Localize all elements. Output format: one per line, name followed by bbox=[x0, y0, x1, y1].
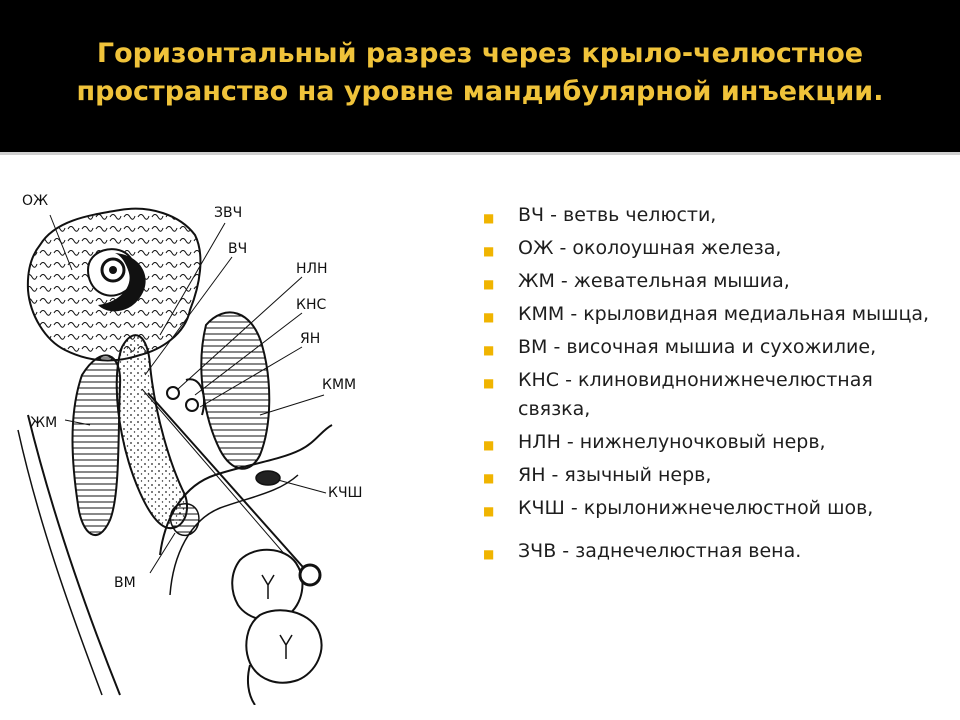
label-vch: ВЧ bbox=[228, 241, 247, 257]
legend-item: ■ ВЧ - ветвь челюсти, bbox=[480, 201, 950, 230]
label-nln: НЛН bbox=[296, 261, 328, 277]
sphenomandibular-ligament bbox=[185, 378, 205, 416]
bullet-icon: ■ bbox=[483, 376, 495, 390]
pterygomandibular-raphe bbox=[255, 470, 281, 486]
needle-hub bbox=[298, 563, 322, 587]
mucosa-contour bbox=[159, 424, 333, 556]
legend-item: ■ ЯН - язычный нерв, bbox=[480, 461, 950, 490]
legend-item: ■ ЗЧВ - заднечелюстная вена. bbox=[480, 537, 950, 566]
bullet-icon: ■ bbox=[483, 310, 495, 324]
label-ozh: ОЖ bbox=[22, 193, 48, 209]
label-vm: ВМ bbox=[114, 575, 136, 591]
medial-pterygoid-muscle bbox=[200, 311, 271, 470]
legend-text: ЖМ - жевательная мышиа, bbox=[518, 270, 790, 292]
legend-item: ■ КЧШ - крылонижнечелюстной шов, bbox=[480, 494, 950, 523]
inferior-alveolar-nerve bbox=[166, 386, 180, 400]
bullet-icon: ■ bbox=[483, 277, 495, 291]
label-yan: ЯН bbox=[300, 331, 320, 347]
injection-needle bbox=[147, 392, 311, 576]
label-kns: КНС bbox=[296, 297, 326, 313]
legend-text: ЯН - язычный нерв, bbox=[518, 464, 712, 486]
label-zvch: ЗВЧ bbox=[214, 205, 242, 221]
bullet-icon: ■ bbox=[483, 343, 495, 357]
label-kmm: КММ bbox=[322, 377, 356, 393]
lingual-nerve bbox=[185, 398, 199, 412]
section-drawing: ОЖ ЗВЧ ВЧ НЛН КНС ЯН КММ ЖМ КЧШ ВМ bbox=[17, 193, 363, 705]
legend-list: ■ ВЧ - ветвь челюсти, ■ ОЖ - околоушная же… bbox=[480, 201, 950, 570]
slide-title: Горизонтальный разрез через крыло-челюст… bbox=[76, 38, 884, 107]
slide-content: ОЖ ЗВЧ ВЧ НЛН КНС ЯН КММ ЖМ КЧШ ВМ ■ ВЧ -… bbox=[0, 155, 960, 720]
title-divider bbox=[0, 152, 960, 155]
legend-text: ВМ - височная мышиа и сухожилие, bbox=[518, 336, 877, 358]
legend-text: ВЧ - ветвь челюсти, bbox=[518, 204, 717, 226]
masseter-muscle bbox=[71, 354, 122, 536]
bullet-icon: ■ bbox=[483, 547, 495, 561]
legend-text: КММ - крыловидная медиальная мышца, bbox=[518, 303, 930, 325]
title-bar: Горизонтальный разрез через крыло-челюст… bbox=[0, 0, 960, 150]
label-zhm: ЖМ bbox=[30, 415, 57, 431]
bullet-icon: ■ bbox=[483, 244, 495, 258]
legend-text: ЗЧВ - заднечелюстная вена. bbox=[518, 540, 802, 562]
legend-text: ОЖ - околоушная железа, bbox=[518, 237, 782, 259]
bullet-icon: ■ bbox=[483, 438, 495, 452]
legend-text: КНС - клиновиднонижнечелюстная связка, bbox=[518, 369, 873, 420]
label-kchsh: КЧШ bbox=[328, 485, 363, 501]
bullet-icon: ■ bbox=[483, 211, 495, 225]
anatomical-section-figure: ОЖ ЗВЧ ВЧ НЛН КНС ЯН КММ ЖМ КЧШ ВМ bbox=[10, 175, 420, 705]
legend-item: ■ КНС - клиновиднонижнечелюстная связка, bbox=[480, 366, 950, 424]
legend-item: ■ ВМ - височная мышиа и сухожилие, bbox=[480, 333, 950, 362]
legend-text: НЛН - нижнелуночковый нерв, bbox=[518, 431, 826, 453]
skin-outline bbox=[27, 414, 121, 696]
molar-tooth-2 bbox=[245, 609, 323, 684]
legend-item: ■ ЖМ - жевательная мышиа, bbox=[480, 267, 950, 296]
legend-item: ■ НЛН - нижнелуночковый нерв, bbox=[480, 428, 950, 457]
bullet-icon: ■ bbox=[483, 471, 495, 485]
mandible-ramus bbox=[115, 334, 188, 530]
legend-item: ■ ОЖ - околоушная железа, bbox=[480, 234, 950, 263]
bullet-icon: ■ bbox=[483, 504, 495, 518]
legend-text: КЧШ - крылонижнечелюстной шов, bbox=[518, 497, 874, 519]
legend-item: ■ КММ - крыловидная медиальная мышца, bbox=[480, 300, 950, 329]
